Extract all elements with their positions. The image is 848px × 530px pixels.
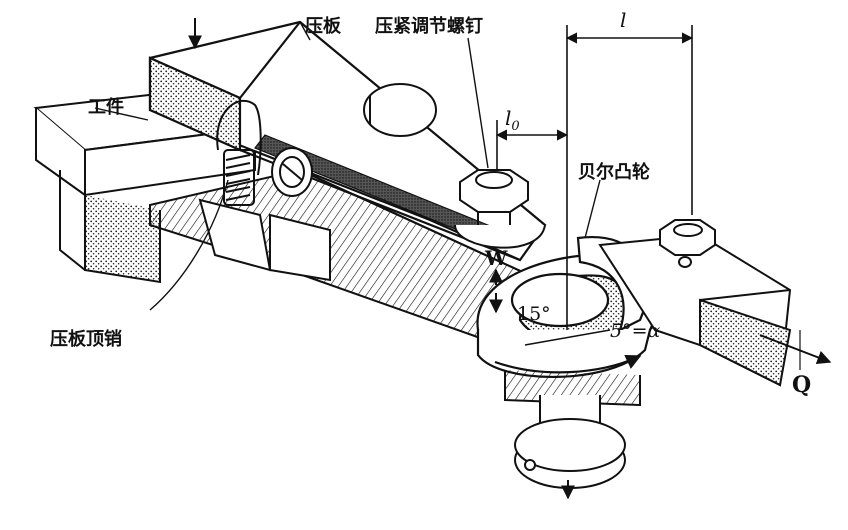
lever-arm xyxy=(598,219,792,387)
label-force-q: Q xyxy=(792,372,812,398)
cam-pivot xyxy=(504,370,641,500)
clamp-screw-nut xyxy=(454,169,546,249)
label-dim-l0-subscript: 0 xyxy=(511,119,520,134)
side-screw xyxy=(271,147,313,197)
label-bell-cam: 贝尔凸轮 xyxy=(578,162,650,183)
base-body xyxy=(149,168,542,347)
label-dim-l0-main: l xyxy=(505,106,512,130)
leader-lines xyxy=(94,21,611,346)
label-pressure-plate: 压板 xyxy=(305,16,341,37)
force-q-arrow xyxy=(759,330,832,370)
label-force-w: W xyxy=(485,246,508,270)
round-boss xyxy=(363,83,437,137)
plate-pin-spring xyxy=(216,99,262,206)
dimension-lines xyxy=(495,25,694,330)
label-dim-l: l xyxy=(620,8,627,32)
label-workpiece: 工件 xyxy=(88,97,124,118)
label-dim-l0: l0 xyxy=(505,106,520,134)
label-clamp-screw: 压紧调节螺钉 xyxy=(375,16,483,37)
label-plate-pin: 压板顶销 xyxy=(50,329,122,350)
label-angle-alpha: 5°=α xyxy=(610,320,661,342)
label-angle-15: 15° xyxy=(517,303,551,325)
